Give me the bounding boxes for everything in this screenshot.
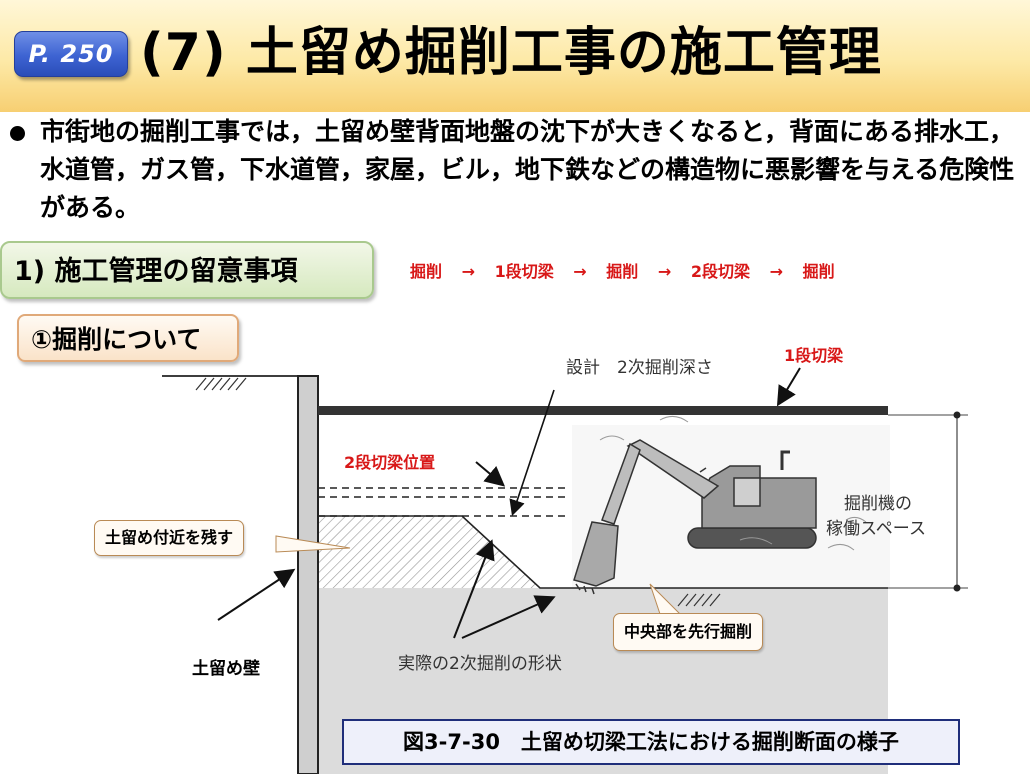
intro-text: 市街地の掘削工事では，土留め壁背面地盤の沈下が大きくなると，背面にある排水工，水…	[40, 117, 1015, 222]
header-band	[0, 0, 1030, 112]
section-heading-construction-points: 1) 施工管理の留意事項	[0, 241, 374, 299]
label-retaining-wall: 土留め壁	[192, 659, 260, 679]
ground-hatch-bottom	[677, 593, 721, 607]
callout-center-first: 中央部を先行掘削	[613, 613, 764, 651]
page-title: (7) 土留め掘削工事の施工管理	[140, 23, 882, 83]
label-machine-space-line2: 稼働スペース	[826, 519, 926, 539]
retaining-wall	[297, 375, 319, 774]
actual-shape-pointer-arrow	[461, 595, 556, 639]
first-strut	[318, 406, 888, 415]
arrow-right-icon: →	[573, 262, 587, 281]
arrow-right-icon: →	[769, 262, 783, 281]
label-machine-space-line1: 掘削機の	[844, 494, 912, 514]
excavation-flow: 掘削 → 1段切梁 → 掘削 → 2段切梁 → 掘削	[410, 258, 835, 282]
ground-hatch-left	[195, 377, 247, 391]
flow-step: 掘削	[802, 262, 835, 281]
design-depth-pointer-arrow	[509, 389, 555, 517]
callout-tail-leave	[275, 535, 351, 553]
strut1-pointer-arrow	[776, 367, 801, 407]
label-design-depth: 設計 2次掘削深さ	[566, 358, 713, 378]
flow-step: 1段切梁	[494, 262, 554, 281]
label-strut2-position: 2段切梁位置	[344, 453, 436, 472]
dimension-dot	[953, 411, 961, 419]
excavator-icon	[572, 425, 890, 595]
figure-caption: 図3-7-30 土留め切梁工法における掘削断面の様子	[342, 719, 960, 765]
arrow-right-icon: →	[461, 262, 475, 281]
flow-step: 2段切梁	[690, 262, 750, 281]
section-heading-excavation: ①掘削について	[17, 314, 239, 362]
wall-pointer-arrow	[217, 568, 296, 621]
flow-step: 掘削	[606, 262, 639, 281]
page-reference-badge[interactable]: P. 250	[14, 31, 128, 77]
callout-leave-near-wall: 土留め付近を残す	[94, 520, 245, 556]
strut2-pointer-arrow	[475, 461, 506, 487]
remaining-soil-berm	[318, 516, 540, 588]
label-strut1: 1段切梁	[784, 346, 844, 365]
actual-shape-pointer-arrow	[453, 539, 495, 639]
excavated-soil	[599, 416, 867, 551]
label-actual-shape: 実際の2次掘削の形状	[398, 654, 562, 674]
bullet-icon	[10, 126, 25, 141]
arrow-right-icon: →	[657, 262, 672, 281]
dimension-dot	[953, 584, 961, 592]
flow-step: 掘削	[410, 262, 443, 281]
